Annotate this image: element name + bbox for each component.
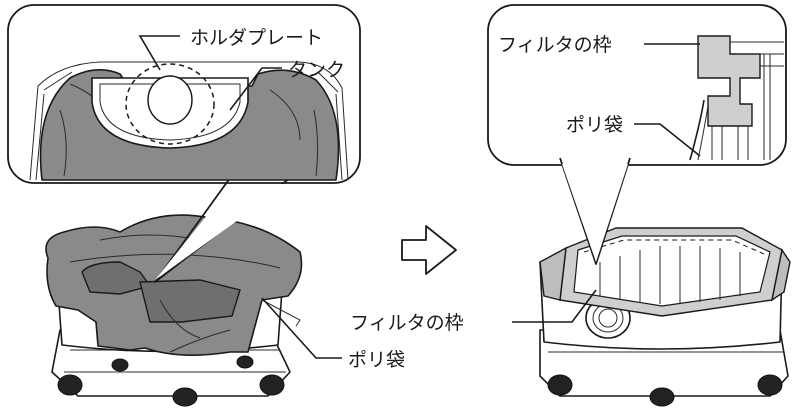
right-vacuum [539, 227, 791, 407]
tank-leader [229, 67, 282, 111]
holder-plate-leader [138, 35, 180, 71]
holder-plate-label: ホルダプレート [190, 27, 323, 49]
right-zoom-callout [487, 4, 787, 265]
filter-frame-zoom-label: フィルタの枠 [498, 34, 612, 56]
filter-frame-main-label: フィルタの枠 [350, 312, 464, 334]
right-arrow-icon [401, 225, 457, 275]
poly-bag-zoom-leader [634, 123, 701, 157]
left-zoom-frame [7, 4, 361, 184]
wheel-front-left [57, 374, 83, 396]
left-zoom-callout [7, 4, 361, 283]
poly-bag-left-label: ポリ袋 [348, 349, 405, 371]
zoom-poly-bag-line [689, 99, 705, 161]
wheel-front-right [259, 374, 285, 396]
poly-bag-zoom-label: ポリ袋 [566, 114, 623, 136]
wheel-front-center [172, 387, 198, 407]
poly-bag-left-leader [261, 297, 342, 359]
left-vacuum [45, 214, 303, 407]
right-zoom-frame [487, 4, 787, 166]
tank-label: タンク [288, 59, 345, 81]
filter-frame-main-leader [512, 289, 597, 323]
